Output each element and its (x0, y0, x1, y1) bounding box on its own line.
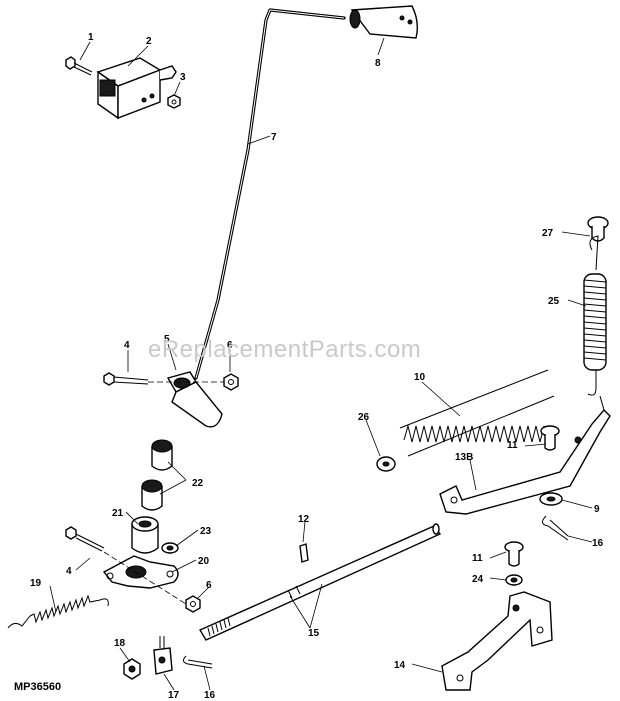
part-14-bracket (441, 591, 553, 691)
part-5-pivot-bracket (166, 371, 223, 428)
part-9-washer (539, 492, 563, 506)
watermark: eReplacementParts.com (148, 336, 422, 363)
part-6-nut-upper (223, 373, 239, 391)
callout-24: 24 (472, 574, 484, 585)
callout-20: 20 (198, 556, 210, 567)
callout-14: 14 (394, 660, 406, 671)
callout-23: 23 (200, 526, 212, 537)
callout-6-lower: 6 (206, 580, 212, 591)
part-21-sleeve (131, 516, 159, 554)
callout-27: 27 (542, 228, 554, 239)
callout-5: 5 (164, 334, 170, 345)
part-22-bushings (141, 439, 173, 511)
callout-4-lower: 4 (66, 566, 72, 577)
callout-10: 10 (414, 372, 426, 383)
callout-1: 1 (88, 32, 94, 43)
callout-8: 8 (375, 58, 381, 69)
callout-21: 21 (112, 508, 124, 519)
callout-4-upper: 4 (124, 340, 130, 351)
callout-15: 15 (308, 628, 320, 639)
part-6-nut-lower (185, 595, 201, 613)
part-16-cotter-right (542, 515, 569, 541)
part-23-washer (161, 542, 179, 554)
callout-17: 17 (168, 690, 180, 701)
part-15-shaft (198, 523, 442, 641)
part-11-pin-lower (504, 541, 524, 567)
callout-22: 22 (192, 478, 204, 489)
part-2-square-bracket (96, 57, 177, 120)
part-16-cotter-lower (182, 655, 213, 669)
part-18-nut (123, 658, 141, 680)
part-20-lower-arm (102, 555, 179, 589)
part-8-handle-grip (349, 5, 419, 39)
callout-12: 12 (298, 514, 310, 525)
part-19-spring-left (7, 594, 109, 629)
part-4-bolt-lower (65, 526, 105, 552)
part-10-spring-center (399, 369, 555, 457)
part-26-washer (376, 456, 396, 472)
callout-2: 2 (146, 36, 152, 47)
callout-11-upper: 11 (507, 440, 518, 451)
part-24-washer (505, 574, 523, 586)
callouts: 1 2 3 4 4 5 6 6 7 8 9 10 11 11 12 13B 14… (30, 32, 604, 701)
callout-16-lower: 16 (204, 690, 216, 701)
callout-9: 9 (594, 504, 600, 515)
leader-lines (49, 37, 593, 691)
assembly-lines (103, 381, 224, 605)
part-7-lift-rod (194, 8, 346, 380)
callout-11-lower: 11 (472, 553, 483, 564)
callout-25: 25 (548, 296, 560, 307)
callout-18: 18 (114, 638, 126, 649)
diagram-code: MP36560 (14, 681, 62, 693)
part-1-bolt (65, 56, 93, 76)
callout-19: 19 (30, 578, 42, 589)
callout-3: 3 (180, 72, 186, 83)
part-17-ferrule (153, 636, 173, 675)
part-13b-bracket (439, 395, 611, 515)
callout-16-right: 16 (592, 538, 604, 549)
part-11-pin-upper (540, 425, 560, 451)
part-3-nut (167, 94, 181, 109)
callout-7: 7 (271, 132, 277, 143)
callout-26: 26 (358, 412, 370, 423)
callout-6-upper: 6 (227, 340, 233, 351)
callout-13b: 13B (455, 452, 473, 463)
part-4-bolt-upper (103, 372, 149, 386)
part-25-spring-right (583, 235, 607, 396)
part-12-pin (299, 543, 309, 563)
